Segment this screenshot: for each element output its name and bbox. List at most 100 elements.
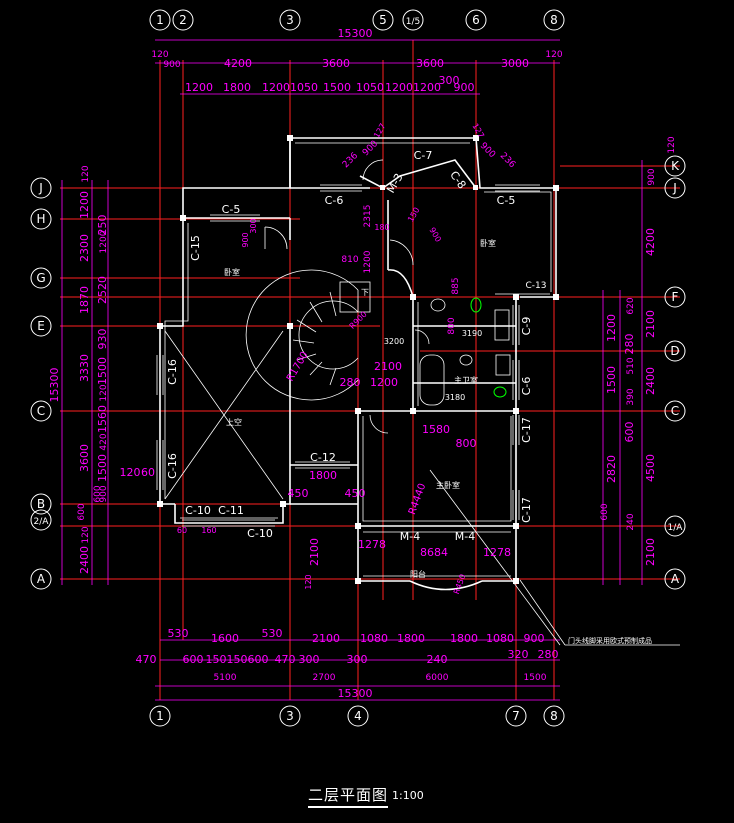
dimension-lines [61,39,643,701]
win-c5: C-5 [497,194,516,207]
dim-bot-r1-4: 1080 [360,632,388,645]
axis-right-K: K [671,159,680,173]
dim-bot-r2-3: 150 [227,653,248,666]
dim-right-i2: 280 [623,334,636,355]
dim-1278a: 1278 [358,538,386,551]
axis-right-1A: 1/A [668,523,684,533]
door-swings [264,159,430,434]
dim-left-o3: 1870 [78,286,91,314]
dim-bot-r1-1: 1600 [211,632,239,645]
dim-2315: 2315 [363,205,373,228]
dim-right-i7: 2820 [605,455,618,483]
room-void: 上空 [226,417,242,427]
dim-3200: 3200 [384,337,404,346]
dim-top-r2-4: 1500 [323,81,351,94]
axis-top-3: 3 [286,13,294,27]
dim-bot-r1-2: 530 [262,627,283,640]
dim-2100a: 2100 [374,360,402,373]
dim-bot-r2-0: 470 [136,653,157,666]
dim-60b: 60 [141,466,155,479]
win-c7: C-7 [414,149,433,162]
dim-bot-total: 15300 [338,687,373,700]
dim-top-r1-5: 3000 [501,57,529,70]
dim-bot-r2-5: 470 [275,653,296,666]
win-c10a: C-10 [185,504,211,517]
room-master-bath: 主卫室 [454,375,478,385]
win-c16a: C-16 [166,359,179,385]
win-c10b: C-10 [247,527,273,540]
dim-left-o7: 120 [81,526,91,543]
axis-left-C: C [37,404,45,418]
dim-8684: 8684 [420,546,448,559]
room-bedroom-right: 卧室 [480,238,496,248]
win-c9: C-9 [520,317,533,336]
dim-900-300: 900 [241,232,250,247]
win-c15: C-15 [189,235,202,261]
axis-top-5: 5 [379,13,387,27]
axis-grid-lines [60,40,680,700]
dim-1800: 1800 [309,469,337,482]
room-master-bedroom: 主卧室 [436,480,460,490]
axis-right-F: F [672,290,679,304]
dim-280: 280 [340,376,361,389]
dim-120b: 120 [304,574,313,589]
dim-bot-r1-0: 530 [168,627,189,640]
dim-left-i9: 900 [99,485,109,502]
dim-810: 810 [341,255,358,265]
dim-right-i4: 1500 [605,366,618,394]
win-c17b: C-17 [520,497,533,523]
top-axis-bubbles [149,9,565,31]
stair-radius-label: R1700 [285,350,311,384]
dim-right-o4: 2400 [644,367,657,395]
window-marks [156,184,550,527]
bottom-axis-bubbles [149,705,565,727]
dim-top-r1-4: 3600 [416,57,444,70]
dim-left-i2: 2520 [96,276,109,304]
dim-bot-r3-0: 5100 [214,673,237,683]
dim-bot-r2-4: 600 [248,653,269,666]
room-balcony: 阳台 [410,569,426,579]
axis-top-6: 6 [472,13,480,27]
dim-236b: 236 [498,151,517,170]
axis-right-C: C [671,404,679,418]
dim-left-i0: 250 [96,215,109,236]
axis-left-A: A [37,572,46,586]
dim-450b: 450 [345,487,366,500]
dim-left-o8: 2400 [78,546,91,574]
dim-left-i1: 1200 [99,230,109,253]
dim-bot-r2-2: 150 [206,653,227,666]
dim-left-o5: 3600 [78,444,91,472]
dim-1580: 1580 [422,423,450,436]
dim-bot-r1-5: 1800 [397,632,425,645]
dim-bot-r1-3: 2100 [312,632,340,645]
dim-top-r1-3: 3600 [322,57,350,70]
win-c13: C-13 [526,281,547,291]
radius-master-label: R4440 [407,482,428,516]
dim-left-total: 15300 [48,368,61,403]
left-axis-bubbles [30,177,52,590]
dim-left-o1: 1200 [78,191,91,219]
dim-bot-r2-1: 600 [183,653,204,666]
right-axis-bubbles [664,155,686,590]
door-m4b: M-4 [455,530,475,543]
dim-1278b: 1278 [483,546,511,559]
win-c6: C-6 [325,194,344,207]
dim-top-total: 15300 [338,27,373,40]
axis-left-B: B [37,497,45,511]
dim-right-i0: 620 [626,297,636,314]
dim-bot-r3-1: 2700 [313,673,336,683]
dim-2100b: 2100 [308,538,321,566]
axis-left-E: E [37,319,45,333]
wall-inner-lines [164,142,552,577]
dim-top-r2-8: 300 [439,74,460,87]
dim-900c: 900 [427,226,442,244]
dim-right-i1: 1200 [605,314,618,342]
dim-right-i3: 510 [626,357,636,374]
dim-236a: 236 [341,151,360,170]
dim-top-r2-9: 900 [454,81,475,94]
dim-3190: 3190 [462,329,482,338]
drawing-title: 二层平面图 [308,784,389,808]
dim-top-r1-2: 4200 [224,57,252,70]
dim-right-i6: 600 [623,422,636,443]
dim-top-r1-6: 120 [545,50,562,60]
